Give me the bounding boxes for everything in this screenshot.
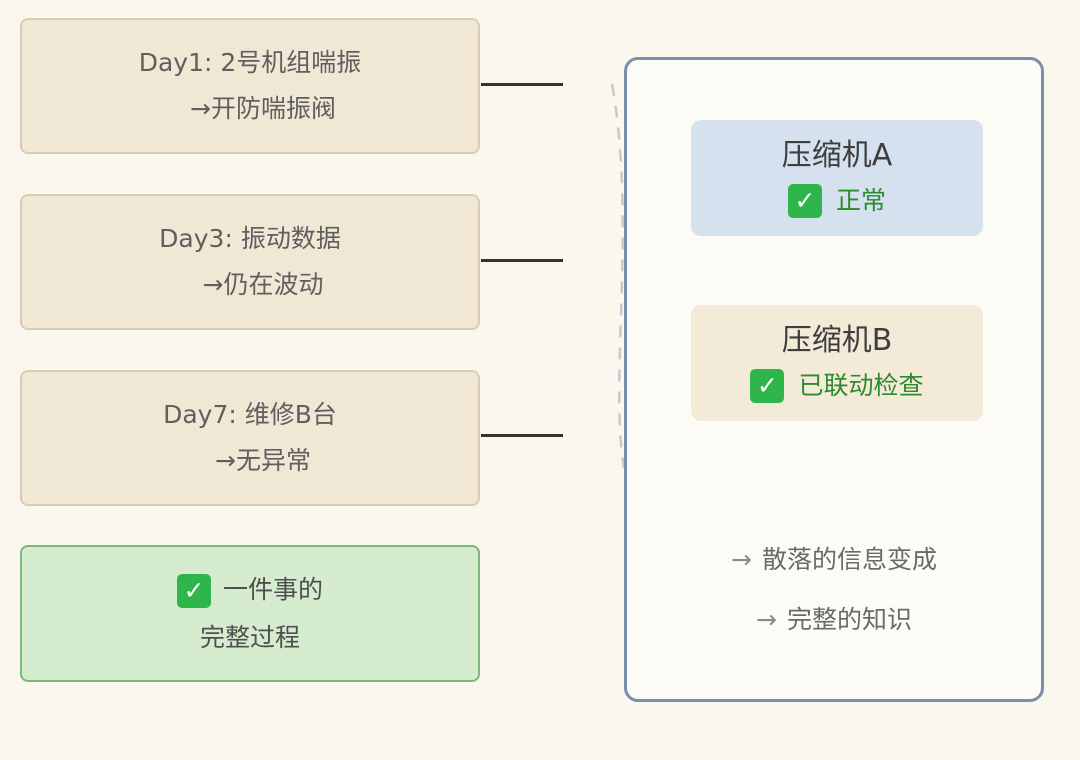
compressor-status: ✓ 已联动检查 bbox=[750, 364, 924, 408]
compressor-name: 压缩机B bbox=[781, 323, 893, 358]
summary-card: ✓ 一件事的 完整过程 bbox=[20, 545, 480, 682]
event-card-title: Day3: 振动数据 bbox=[159, 224, 341, 253]
compressor-name: 压缩机A bbox=[781, 138, 893, 173]
event-card-detail: →无异常 bbox=[215, 446, 311, 475]
insight-note-2: → 完整的知识 bbox=[627, 600, 1041, 636]
connector-line-day7 bbox=[481, 434, 563, 437]
insight-note-1: → 散落的信息变成 bbox=[627, 540, 1041, 576]
compressor-status: ✓ 正常 bbox=[787, 179, 886, 223]
event-card-day7: Day7: 维修B台 →无异常 bbox=[20, 370, 480, 506]
event-card-day3: Day3: 振动数据 →仍在波动 bbox=[20, 194, 480, 330]
arrow-icon: → bbox=[731, 545, 752, 574]
summary-line-1: ✓ 一件事的 bbox=[176, 566, 323, 614]
check-mark-icon: ✓ bbox=[750, 369, 785, 403]
insight-note-text: 完整的知识 bbox=[786, 605, 912, 634]
summary-text-2: 完整过程 bbox=[199, 622, 300, 652]
arrow-icon: → bbox=[756, 605, 777, 634]
event-card-title: Day7: 维修B台 bbox=[163, 400, 337, 429]
knowledge-panel: 压缩机A ✓ 正常 压缩机B ✓ 已联动检查 → 散落的信息变成 → 完整的知识 bbox=[624, 57, 1044, 702]
connector-line-day3 bbox=[481, 259, 563, 262]
connector-line-day1 bbox=[481, 83, 563, 86]
check-mark-icon: ✓ bbox=[787, 184, 822, 218]
compressor-a-box: 压缩机A ✓ 正常 bbox=[691, 120, 983, 236]
event-card-detail: →仍在波动 bbox=[202, 270, 324, 299]
compressor-b-box: 压缩机B ✓ 已联动检查 bbox=[691, 305, 983, 421]
event-card-day1: Day1: 2号机组喘振 →开防喘振阀 bbox=[20, 18, 480, 154]
compressor-status-text: 已联动检查 bbox=[798, 371, 924, 400]
dashed-bracket bbox=[610, 83, 626, 469]
insight-note-text: 散落的信息变成 bbox=[761, 545, 937, 574]
event-card-detail: →开防喘振阀 bbox=[190, 94, 336, 123]
check-mark-icon: ✓ bbox=[176, 573, 211, 608]
event-card-title: Day1: 2号机组喘振 bbox=[138, 48, 362, 77]
compressor-status-text: 正常 bbox=[835, 186, 886, 215]
summary-text-1: 一件事的 bbox=[222, 574, 323, 604]
